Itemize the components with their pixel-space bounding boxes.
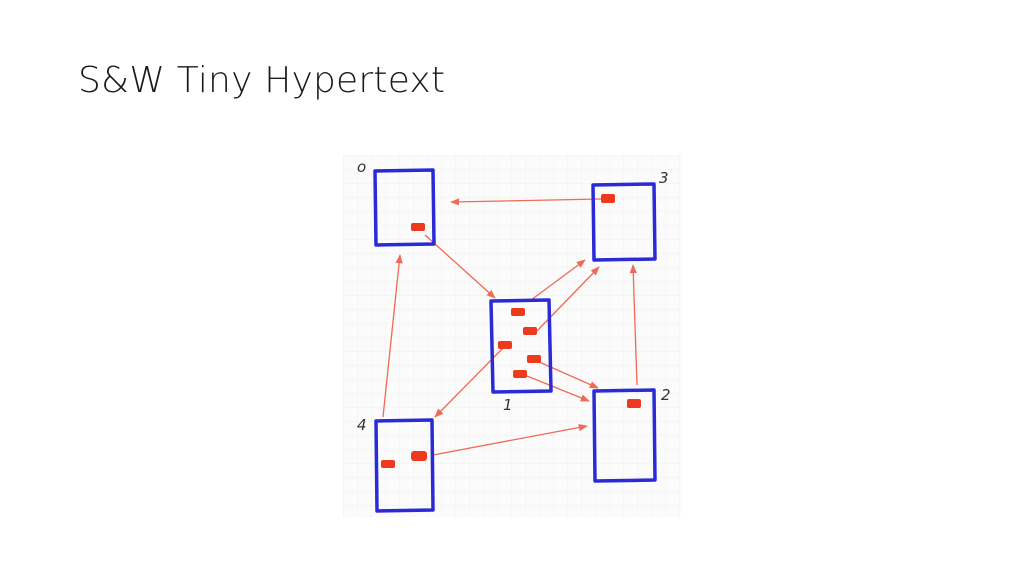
node-label-1: 1 bbox=[503, 396, 513, 414]
link-1-to-2-b bbox=[526, 375, 590, 402]
hypertext-diagram: o 1 2 3 4 bbox=[343, 155, 681, 517]
node-label-2: 2 bbox=[661, 386, 671, 404]
anchor-page-1-a bbox=[511, 308, 525, 316]
page-box-4 bbox=[374, 418, 435, 513]
anchor-page-2 bbox=[627, 399, 641, 408]
anchor-page-4-a bbox=[381, 460, 395, 468]
link-2-to-3 bbox=[629, 264, 638, 386]
link-4-to-0 bbox=[382, 254, 403, 418]
page-nodes bbox=[373, 168, 657, 513]
link-0-to-1 bbox=[424, 234, 496, 299]
anchor-page-1-c bbox=[498, 341, 512, 349]
link-1-to-2-a bbox=[536, 360, 599, 389]
link-1-to-3-b bbox=[536, 266, 600, 332]
page-box-0 bbox=[373, 168, 436, 247]
slide-title: S&W Tiny Hypertext bbox=[78, 60, 446, 101]
anchor-page-3 bbox=[601, 194, 615, 203]
link-arrows bbox=[382, 198, 638, 456]
page-box-1 bbox=[489, 298, 553, 394]
node-label-3: 3 bbox=[659, 169, 669, 187]
anchor-page-0 bbox=[411, 223, 425, 231]
anchor-page-1-d bbox=[527, 355, 541, 363]
link-3-to-0 bbox=[450, 198, 602, 206]
node-label-0: o bbox=[357, 158, 366, 176]
page-box-2 bbox=[592, 388, 657, 483]
link-anchors bbox=[381, 194, 641, 468]
anchor-page-4-b bbox=[411, 451, 427, 461]
link-4-to-2 bbox=[432, 423, 588, 456]
grid-background bbox=[343, 155, 681, 517]
link-1-to-3-a bbox=[530, 259, 586, 301]
anchor-page-1-e bbox=[513, 370, 527, 378]
anchor-page-1-b bbox=[523, 327, 537, 335]
node-label-4: 4 bbox=[357, 416, 367, 434]
page-box-3 bbox=[591, 182, 657, 262]
